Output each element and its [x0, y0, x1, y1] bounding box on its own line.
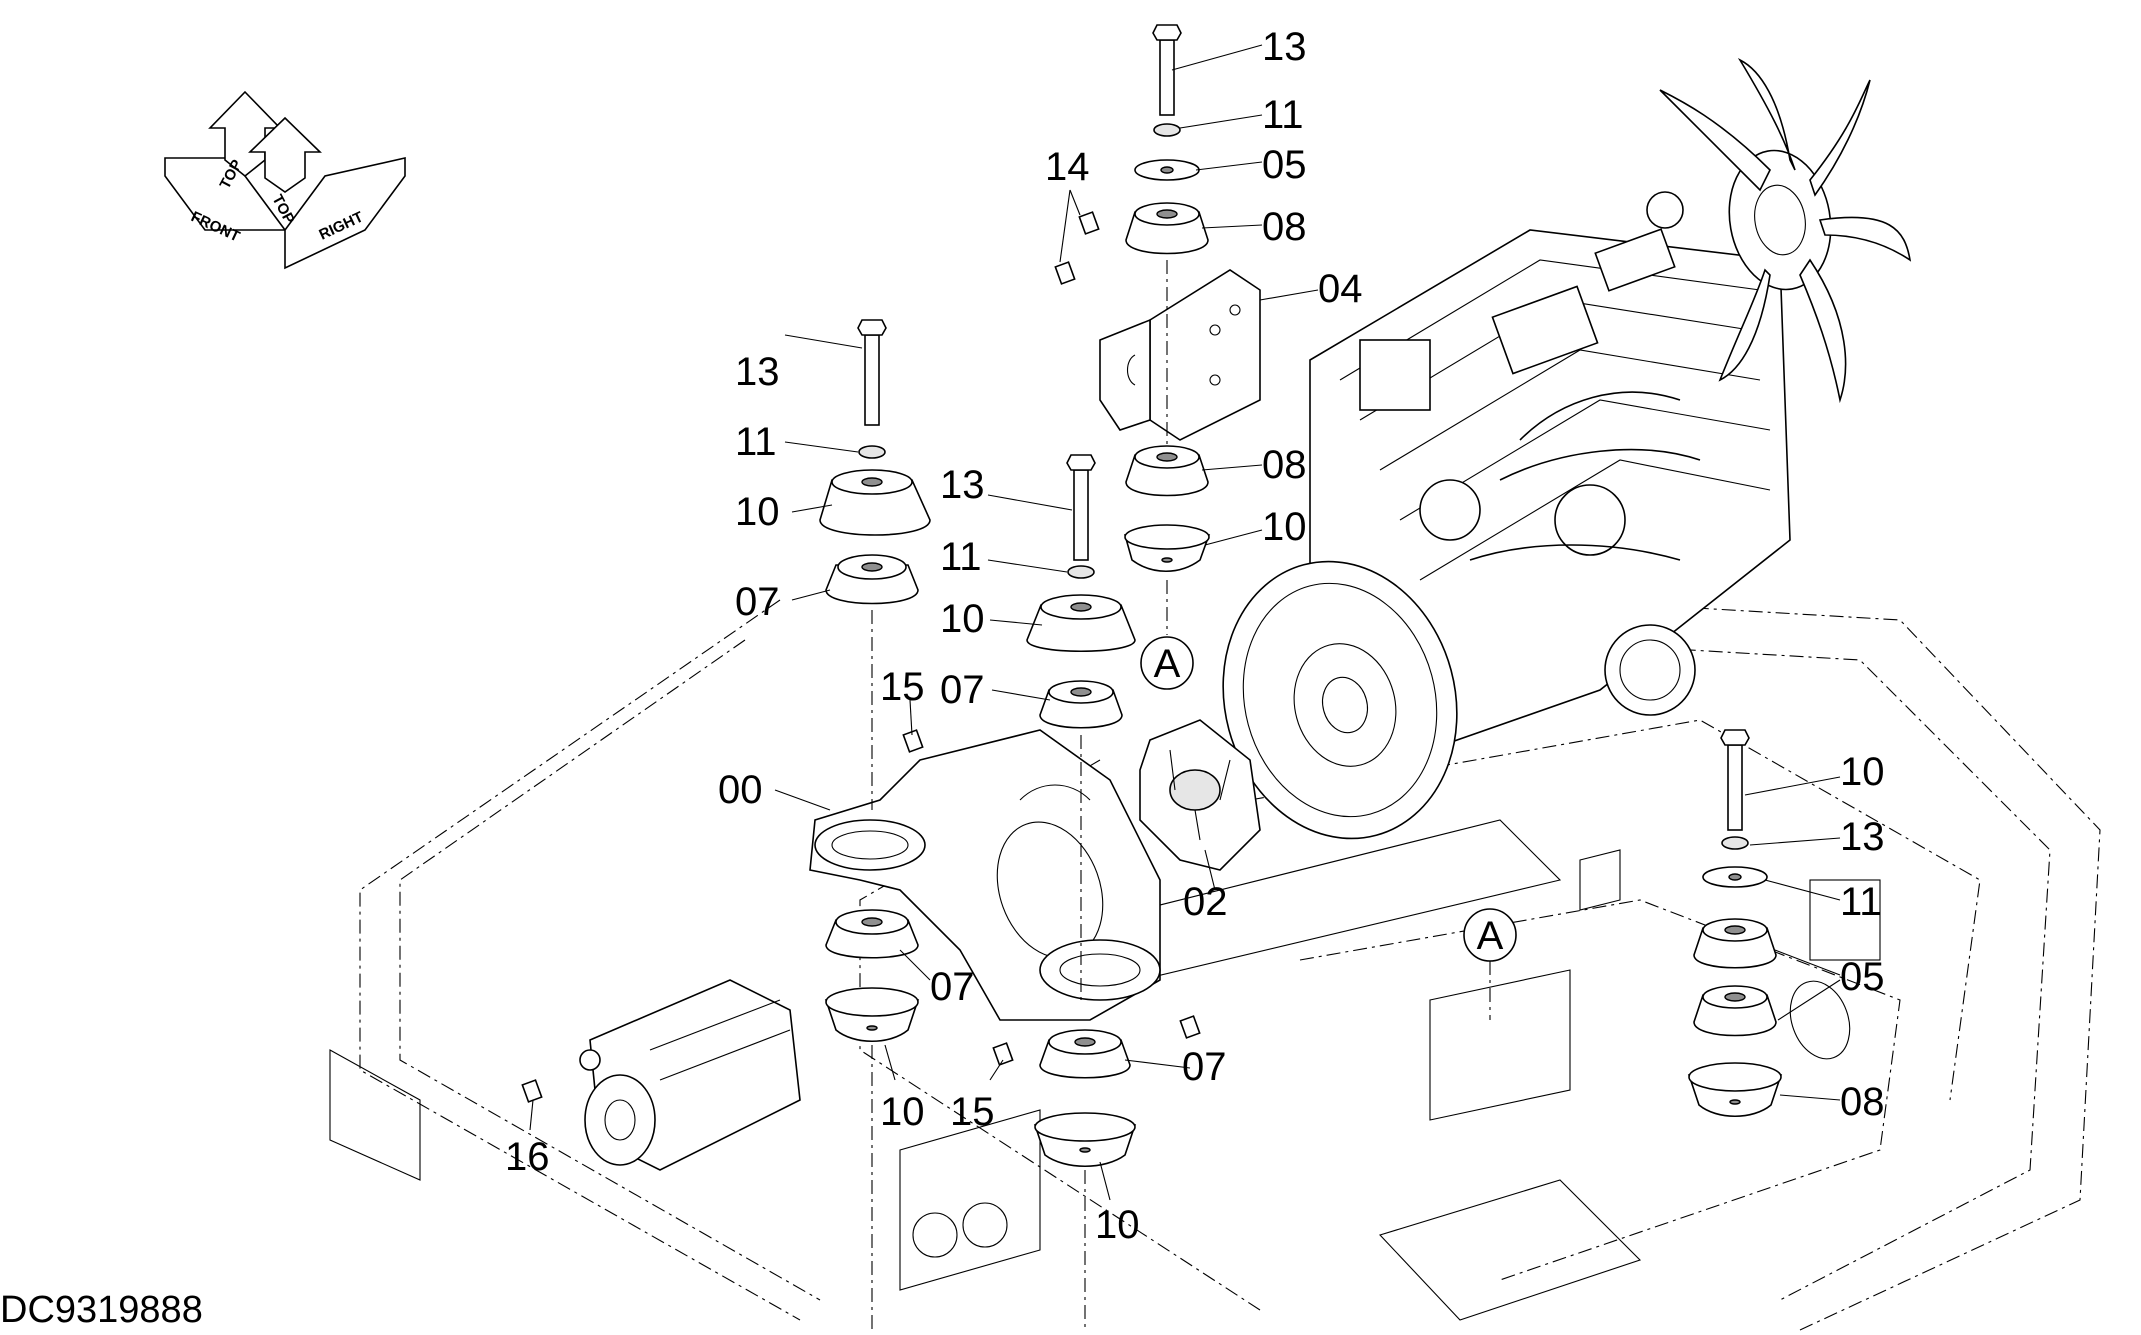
starter-motor [579, 979, 801, 1171]
callout-16: 16 [505, 1135, 550, 1179]
callout-08-mid: 08 [1262, 443, 1307, 487]
callout-00: 00 [718, 768, 763, 812]
callout-10-lower-left: 10 [880, 1090, 925, 1134]
engine-bracket [1099, 269, 1261, 441]
mount-bracket-00 [809, 729, 1161, 1021]
frame-outline [329, 599, 2101, 1331]
mount-stack-right [1687, 729, 1851, 1118]
svg-text:A: A [1477, 914, 1504, 958]
callout-05-top: 05 [1262, 143, 1307, 187]
callout-15-upper: 15 [880, 665, 925, 709]
mount-stack-left [819, 319, 931, 810]
cooling-fan [1659, 58, 1912, 404]
callout-11-right: 13 [1840, 815, 1885, 859]
callout-04: 04 [1318, 267, 1363, 311]
callout-10-mid: 10 [1262, 505, 1307, 549]
callout-11-top: 11 [1262, 93, 1304, 137]
leader-lines [529, 44, 1841, 1201]
callout-labels: 13 11 05 08 04 14 13 11 10 07 08 10 13 1… [505, 25, 1885, 1247]
small-bolts [521, 211, 1201, 1103]
mount-stack-center [1026, 454, 1136, 1000]
mount-stack-top [1123, 24, 1211, 635]
callout-13-top: 13 [1262, 25, 1307, 69]
view-marker-a-2: A [1463, 908, 1517, 1020]
orientation-indicator: FRONT TOP TOP RIGHT [164, 90, 406, 270]
callout-10-center: 10 [940, 597, 985, 641]
mount-stack-bottom-left [824, 909, 920, 1330]
callout-10-left: 10 [735, 490, 780, 534]
callout-15-lower: 15 [950, 1090, 995, 1134]
callout-07-left: 07 [735, 580, 780, 624]
callout-08-top: 08 [1262, 205, 1307, 249]
drawing-code: DC9319888 [0, 1289, 203, 1331]
callout-02: 02 [1183, 880, 1228, 924]
callout-05-right: 11 [1840, 880, 1882, 924]
callout-13-left: 13 [735, 350, 780, 394]
callout-14: 14 [1045, 145, 1090, 189]
callout-11-center: 11 [940, 535, 982, 579]
callout-07-lower: 07 [1182, 1045, 1227, 1089]
svg-text:A: A [1154, 642, 1181, 686]
callout-08-right: 05 [1840, 955, 1885, 999]
callout-11-left: 11 [735, 420, 777, 464]
callout-07-center: 07 [940, 668, 985, 712]
view-marker-a-1: A [1140, 636, 1194, 690]
callout-10-bottom: 10 [1095, 1203, 1140, 1247]
callout-13-right: 10 [1840, 750, 1885, 794]
callout-10-right: 08 [1840, 1080, 1885, 1124]
callout-13-center: 13 [940, 463, 985, 507]
mount-stack-bottom-center [1033, 1029, 1137, 1330]
coupling-02 [1139, 719, 1261, 871]
engine-assembly [579, 58, 1912, 1171]
callout-07-lower-left: 07 [930, 965, 975, 1009]
